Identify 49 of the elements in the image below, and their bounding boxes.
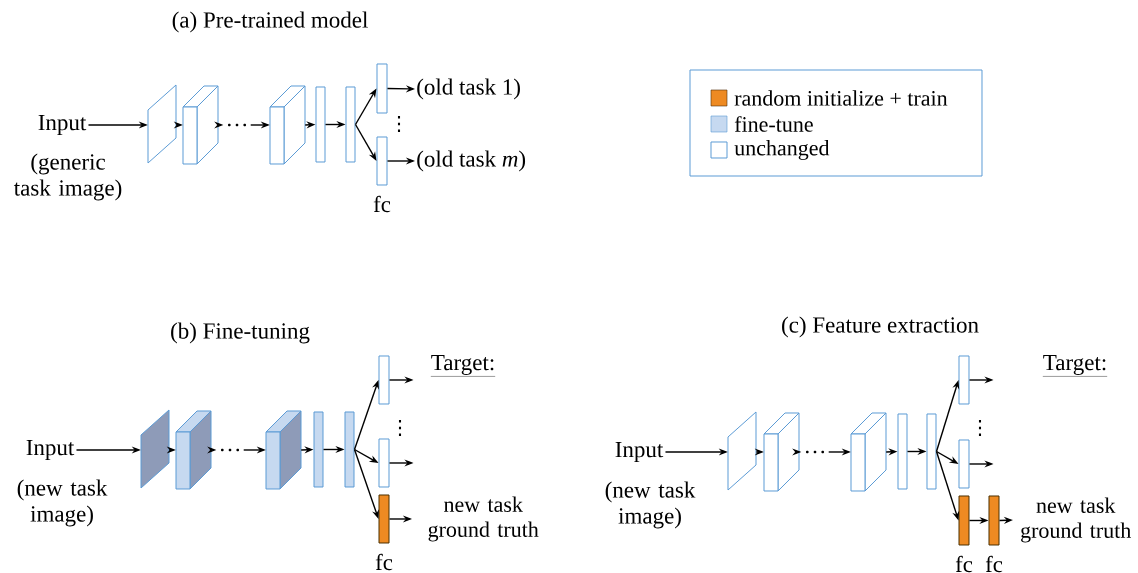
fc-label: fc [375,553,393,571]
layer-bar [345,86,356,163]
input-label: Input [615,442,664,462]
layer-block [265,410,302,490]
input-label: … [220,448,240,452]
panel-title: (b) Fine-tuning [171,322,310,344]
fc-label: fc [955,555,973,573]
output-label: new task ground truth [1021,497,1131,543]
vertical-ellipsis: ⋮ [398,419,402,437]
caption-text: (new task image) [605,481,696,529]
output-label: new task ground truth [428,496,539,542]
layer-block [182,85,219,165]
target-heading: Target: [1042,354,1108,377]
layer-bar [378,355,390,405]
caption-text: (new task image) [17,479,108,527]
caption-text: (generic task image) [13,153,122,201]
layer-slab [140,409,170,489]
layer-block [850,412,887,492]
target-heading: Target: [430,354,496,377]
input-label: … [805,450,825,454]
layer-bar [376,63,388,114]
input-label: Input [26,440,75,460]
layer-bar [315,86,326,163]
layer-bar [313,411,324,488]
layer-bar [926,413,937,490]
input-label: … [227,123,247,127]
layer-bar [378,438,390,488]
output-label: (old task 1) [417,78,520,100]
input-label: Input [38,115,87,135]
vertical-ellipsis: ⋮ [978,419,982,437]
legend-text: random initialize + train [734,90,948,106]
arrow [354,123,377,161]
legend-text: unchanged [734,140,830,160]
vertical-ellipsis: ⋮ [397,115,401,133]
layer-bar [958,355,970,405]
panel-title: (c) Feature extraction [782,316,979,338]
fc-label: fc [985,555,1003,573]
fc-label: fc [373,195,391,213]
layer-slab [147,84,177,164]
panel-title: (a) Pre-trained model [172,11,368,33]
layer-bar [958,439,970,489]
layer-slab [727,411,757,491]
layer-block [269,85,306,165]
legend-text: fine-tune [734,116,813,132]
output-label: (old task m) [417,150,526,172]
layer-bar [897,413,908,490]
layer-bar [344,411,355,488]
layer-block [763,412,800,492]
layer-block [175,410,212,490]
